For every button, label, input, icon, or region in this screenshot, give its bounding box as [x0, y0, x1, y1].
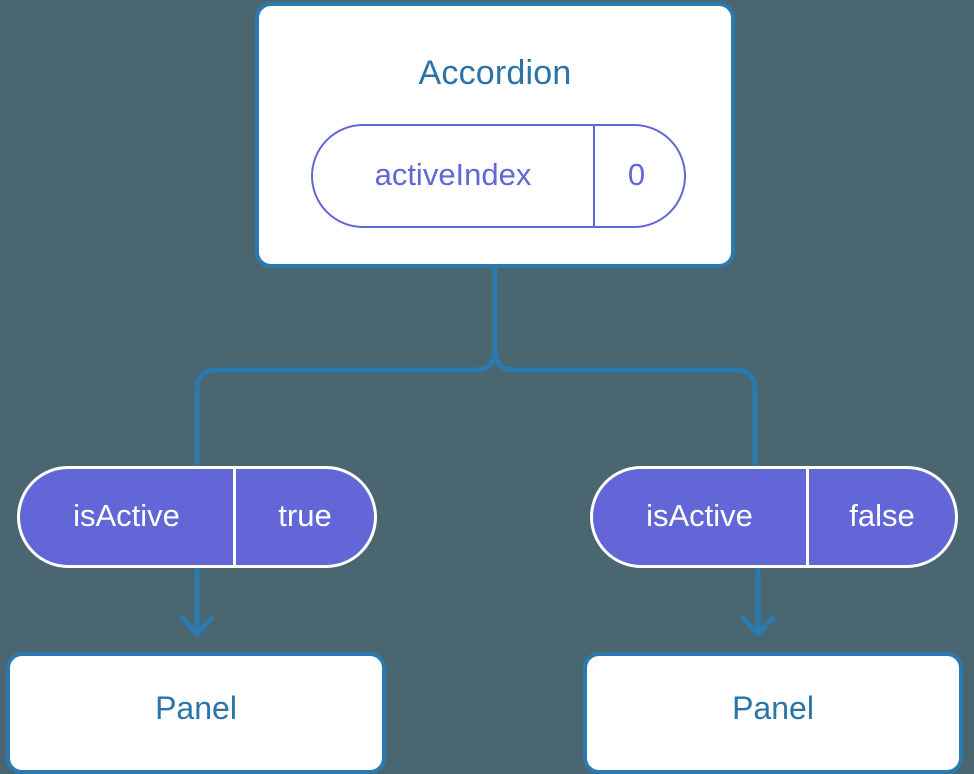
- tree-fork-connector: [194, 265, 498, 473]
- state-pill-activeindex[interactable]: activeIndex 0: [311, 124, 686, 228]
- node-panel-right-title: Panel: [732, 690, 814, 726]
- arrow-head-right-chevron-icon: [740, 615, 776, 637]
- prop-pill-left-key: isActive: [20, 469, 236, 565]
- state-pill-value: 0: [627, 157, 646, 192]
- prop-pill-isactive-true[interactable]: isActive true: [17, 466, 377, 568]
- prop-pill-isactive-false[interactable]: isActive false: [590, 466, 958, 568]
- state-pill-key: activeIndex: [313, 126, 595, 226]
- node-accordion-title: Accordion: [418, 54, 572, 92]
- node-panel-left[interactable]: Panel: [6, 652, 386, 774]
- prop-pill-right-value: false: [849, 497, 915, 533]
- tree-fork-connector-right: [492, 265, 758, 473]
- node-accordion[interactable]: Accordion activeIndex 0: [255, 2, 735, 268]
- node-panel-right[interactable]: Panel: [583, 652, 963, 774]
- arrow-head-left-chevron-icon: [179, 615, 215, 637]
- prop-pill-right-key: isActive: [593, 469, 809, 565]
- prop-pill-left-value: true: [278, 497, 332, 533]
- node-panel-left-title: Panel: [155, 690, 237, 726]
